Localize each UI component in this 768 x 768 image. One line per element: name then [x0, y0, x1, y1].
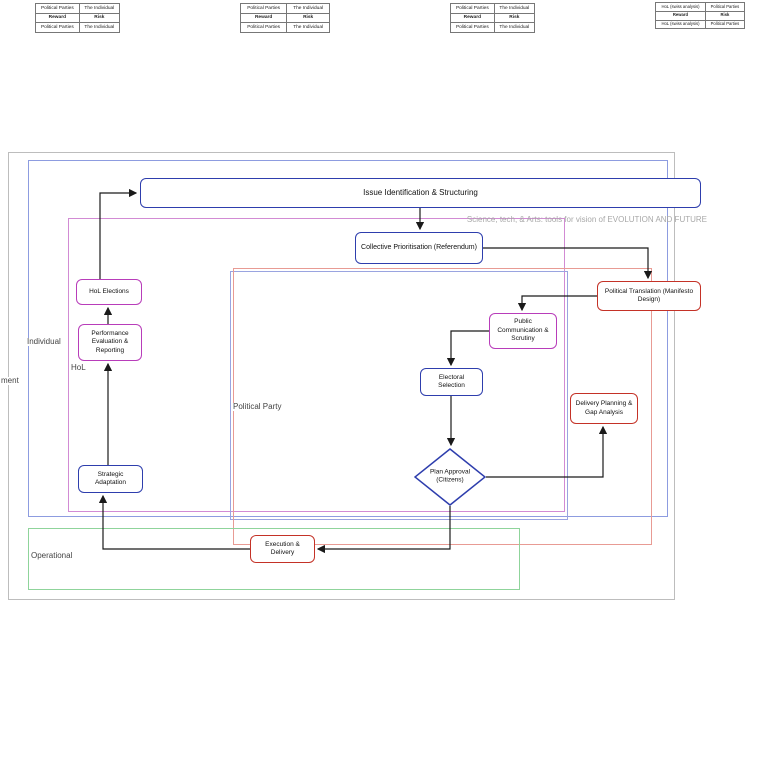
node-performance-evaluation: Performance Evaluation & Reporting [78, 324, 142, 361]
table-cell: Reward [450, 12, 495, 24]
table-row: Political Parties The Individual [35, 3, 121, 14]
table-cell: Risk [493, 12, 536, 24]
table-row: Reward Risk [450, 12, 536, 24]
table-cell: Political Parties [450, 22, 495, 33]
table-cell: Political Parties [704, 19, 746, 30]
table-row: HoL (swiss analysis) Political Parties [655, 2, 746, 12]
table-row: Political Parties The Individual [35, 22, 121, 33]
operational-zone-label: Operational [30, 551, 74, 560]
government-zone-label-clipped: ment [0, 376, 20, 385]
table-cell: Risk [78, 12, 121, 24]
table-cell: The Individual [493, 22, 536, 33]
table-row: Reward Risk [239, 12, 330, 24]
table-cell: Risk [286, 12, 330, 24]
matrix-table-1: Political Parties The Individual Reward … [35, 3, 121, 33]
outer-frame [8, 152, 675, 600]
table-cell: The Individual [78, 3, 121, 14]
table-row: Reward Risk [655, 10, 746, 21]
matrix-table-2: Political Parties The Individual Reward … [239, 3, 330, 33]
table-cell: The Individual [286, 3, 330, 14]
node-political-translation: Political Translation (Manifesto Design) [597, 281, 701, 311]
table-cell: Risk [704, 10, 746, 21]
node-public-communication: Public Communication & Scrutiny [489, 313, 557, 349]
table-row: Political Parties The Individual [450, 22, 536, 33]
table-cell: The Individual [493, 3, 536, 14]
table-row: Political Parties The Individual [239, 3, 330, 14]
table-cell: Political Parties [704, 2, 746, 12]
operational-zone [28, 528, 520, 590]
matrix-table-4: HoL (swiss analysis) Political Parties R… [655, 2, 746, 30]
table-cell: Political Parties [35, 3, 80, 14]
node-hol-elections: HoL Elections [76, 279, 142, 305]
diagram-caption: Science, tech, & Arts: tools for vision … [466, 215, 707, 224]
table-cell: Political Parties [35, 22, 80, 33]
table-row: Political Parties The Individual [450, 3, 536, 14]
table-cell: Reward [239, 12, 288, 24]
node-delivery-planning: Delivery Planning & Gap Analysis [570, 393, 638, 424]
node-electoral-selection: Electoral Selection [420, 368, 483, 396]
hol-zone [68, 218, 565, 512]
table-cell: The Individual [78, 22, 121, 33]
table-cell: The Individual [286, 22, 330, 33]
political-party-zone-label: Political Party [232, 402, 283, 411]
table-cell: HoL (swiss analysis) [655, 19, 706, 30]
table-cell: Reward [35, 12, 80, 24]
table-cell: Reward [655, 10, 706, 21]
table-cell: HoL (swiss analysis) [655, 2, 706, 12]
diamond-shape-icon [414, 448, 486, 506]
node-collective-prioritisation: Collective Prioritisation (Referendum) [355, 232, 483, 264]
node-plan-approval-label: Plan Approval (Citizens) [429, 468, 471, 484]
table-cell: Political Parties [450, 3, 495, 14]
node-plan-approval: Plan Approval (Citizens) [414, 448, 486, 506]
node-issue-identification: Issue Identification & Structuring [140, 178, 701, 208]
node-strategic-adaptation: Strategic Adaptation [78, 465, 143, 493]
table-cell: Political Parties [239, 3, 288, 14]
table-row: HoL (swiss analysis) Political Parties [655, 19, 746, 30]
hol-zone-label: HoL [70, 363, 87, 372]
matrix-table-3: Political Parties The Individual Reward … [450, 3, 536, 33]
table-row: Reward Risk [35, 12, 121, 24]
table-row: Political Parties The Individual [239, 22, 330, 33]
table-cell: Political Parties [239, 22, 288, 33]
individual-zone-label: Individual [26, 337, 62, 346]
node-execution-delivery: Execution & Delivery [250, 535, 315, 563]
